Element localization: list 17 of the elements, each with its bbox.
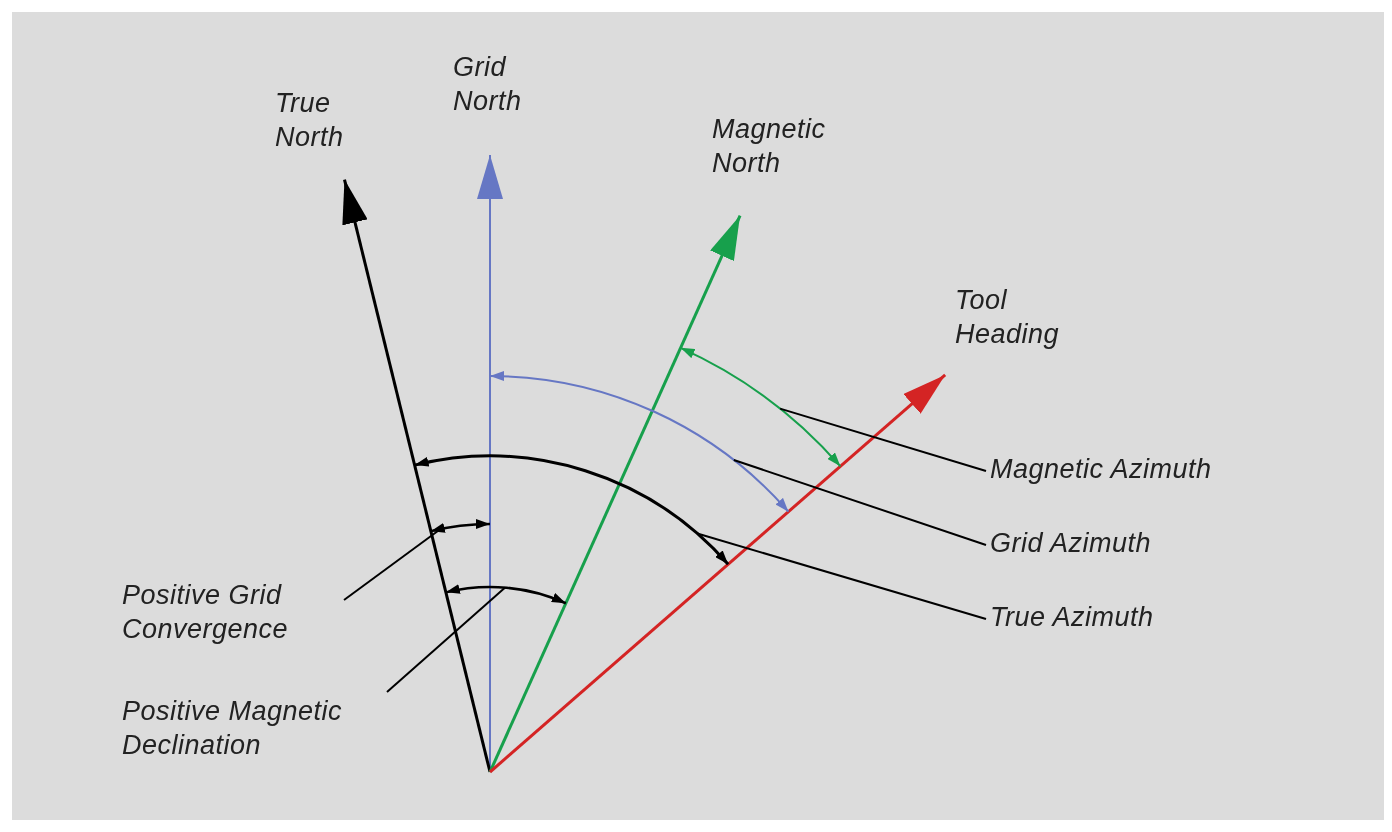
leader-line [779, 407, 987, 472]
direction-label: Tool Heading [955, 284, 1061, 351]
angle-arc [414, 454, 730, 566]
direction-label: Magnetic North [712, 113, 827, 180]
annotation-text: True Azimuth [990, 600, 1230, 634]
annotation-text: Grid Azimuth [990, 526, 1230, 560]
angle-arc [445, 584, 567, 605]
annotation-text: Magnetic Azimuth [990, 452, 1310, 486]
leader-line [386, 586, 507, 693]
leader-line [696, 532, 987, 620]
direction-label: True North [275, 87, 345, 154]
angle-arc [489, 371, 790, 513]
angle-arc [679, 346, 842, 468]
annotation-text: Positive Magnetic Declination [122, 694, 442, 762]
direction-label: Grid North [453, 51, 523, 118]
leader-line [732, 458, 987, 546]
annotation-text: Positive Grid Convergence [122, 578, 362, 646]
